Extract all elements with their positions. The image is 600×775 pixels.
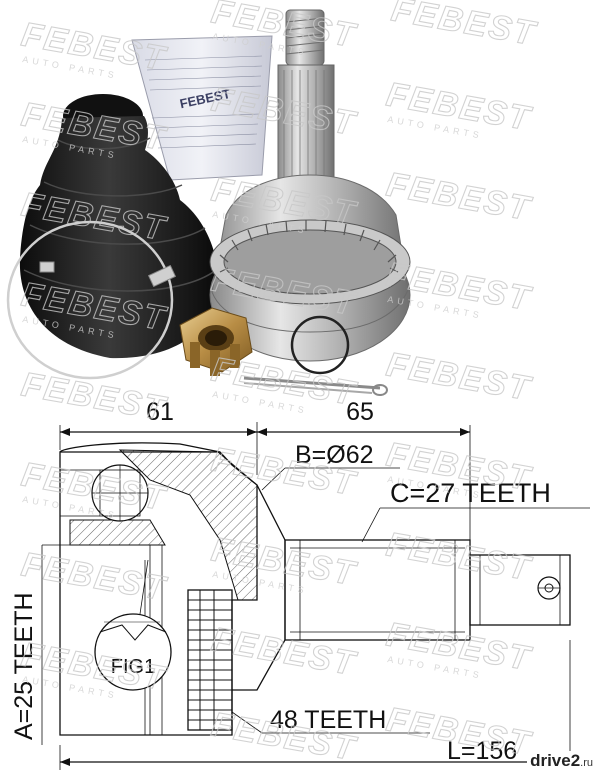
label-b-diameter: B=Ø62: [295, 441, 374, 469]
watermark-brand: FEBEST: [384, 165, 536, 228]
castle-nut: [179, 307, 253, 376]
site-badge-tld: .ru: [580, 757, 593, 769]
site-badge-name: drive2: [530, 751, 581, 770]
product-photo: FEBEST: [6, 9, 411, 396]
cotter-pin: [243, 376, 388, 396]
label-abs-teeth: 48 TEETH: [270, 706, 386, 734]
clamp-ring: [6, 220, 174, 380]
dim-65-label: 65: [346, 398, 374, 426]
dim-61-label: 61: [146, 398, 174, 426]
splined-shaft: [284, 539, 571, 641]
boot-package: FEBEST: [131, 35, 273, 181]
watermark-layer: FEBEST AUTO PARTS FEBEST AUTO PARTS FEBE…: [18, 0, 541, 769]
abs-ring-teeth: [187, 589, 233, 731]
label-length: L=156: [447, 737, 517, 765]
fig1-label: FIG1: [111, 656, 155, 678]
watermark-brand: FEBEST: [19, 545, 171, 608]
cv-boot: [6, 94, 219, 380]
watermark-brand: FEBEST: [389, 0, 541, 53]
label-a-teeth: A=25 TEETH: [10, 592, 38, 740]
watermark-brand: FEBEST: [384, 345, 536, 408]
site-badge: drive2.ru: [527, 751, 596, 771]
watermark-brand: FEBEST: [384, 525, 536, 588]
fig1-detail: FIG1: [94, 559, 172, 691]
outer-cv-joint: [209, 9, 411, 375]
technical-drawing: 61 65: [10, 398, 590, 770]
snap-ring: [290, 315, 350, 375]
label-c-teeth: C=27 TEETH: [390, 478, 551, 508]
watermark-brand: FEBEST: [19, 365, 171, 428]
